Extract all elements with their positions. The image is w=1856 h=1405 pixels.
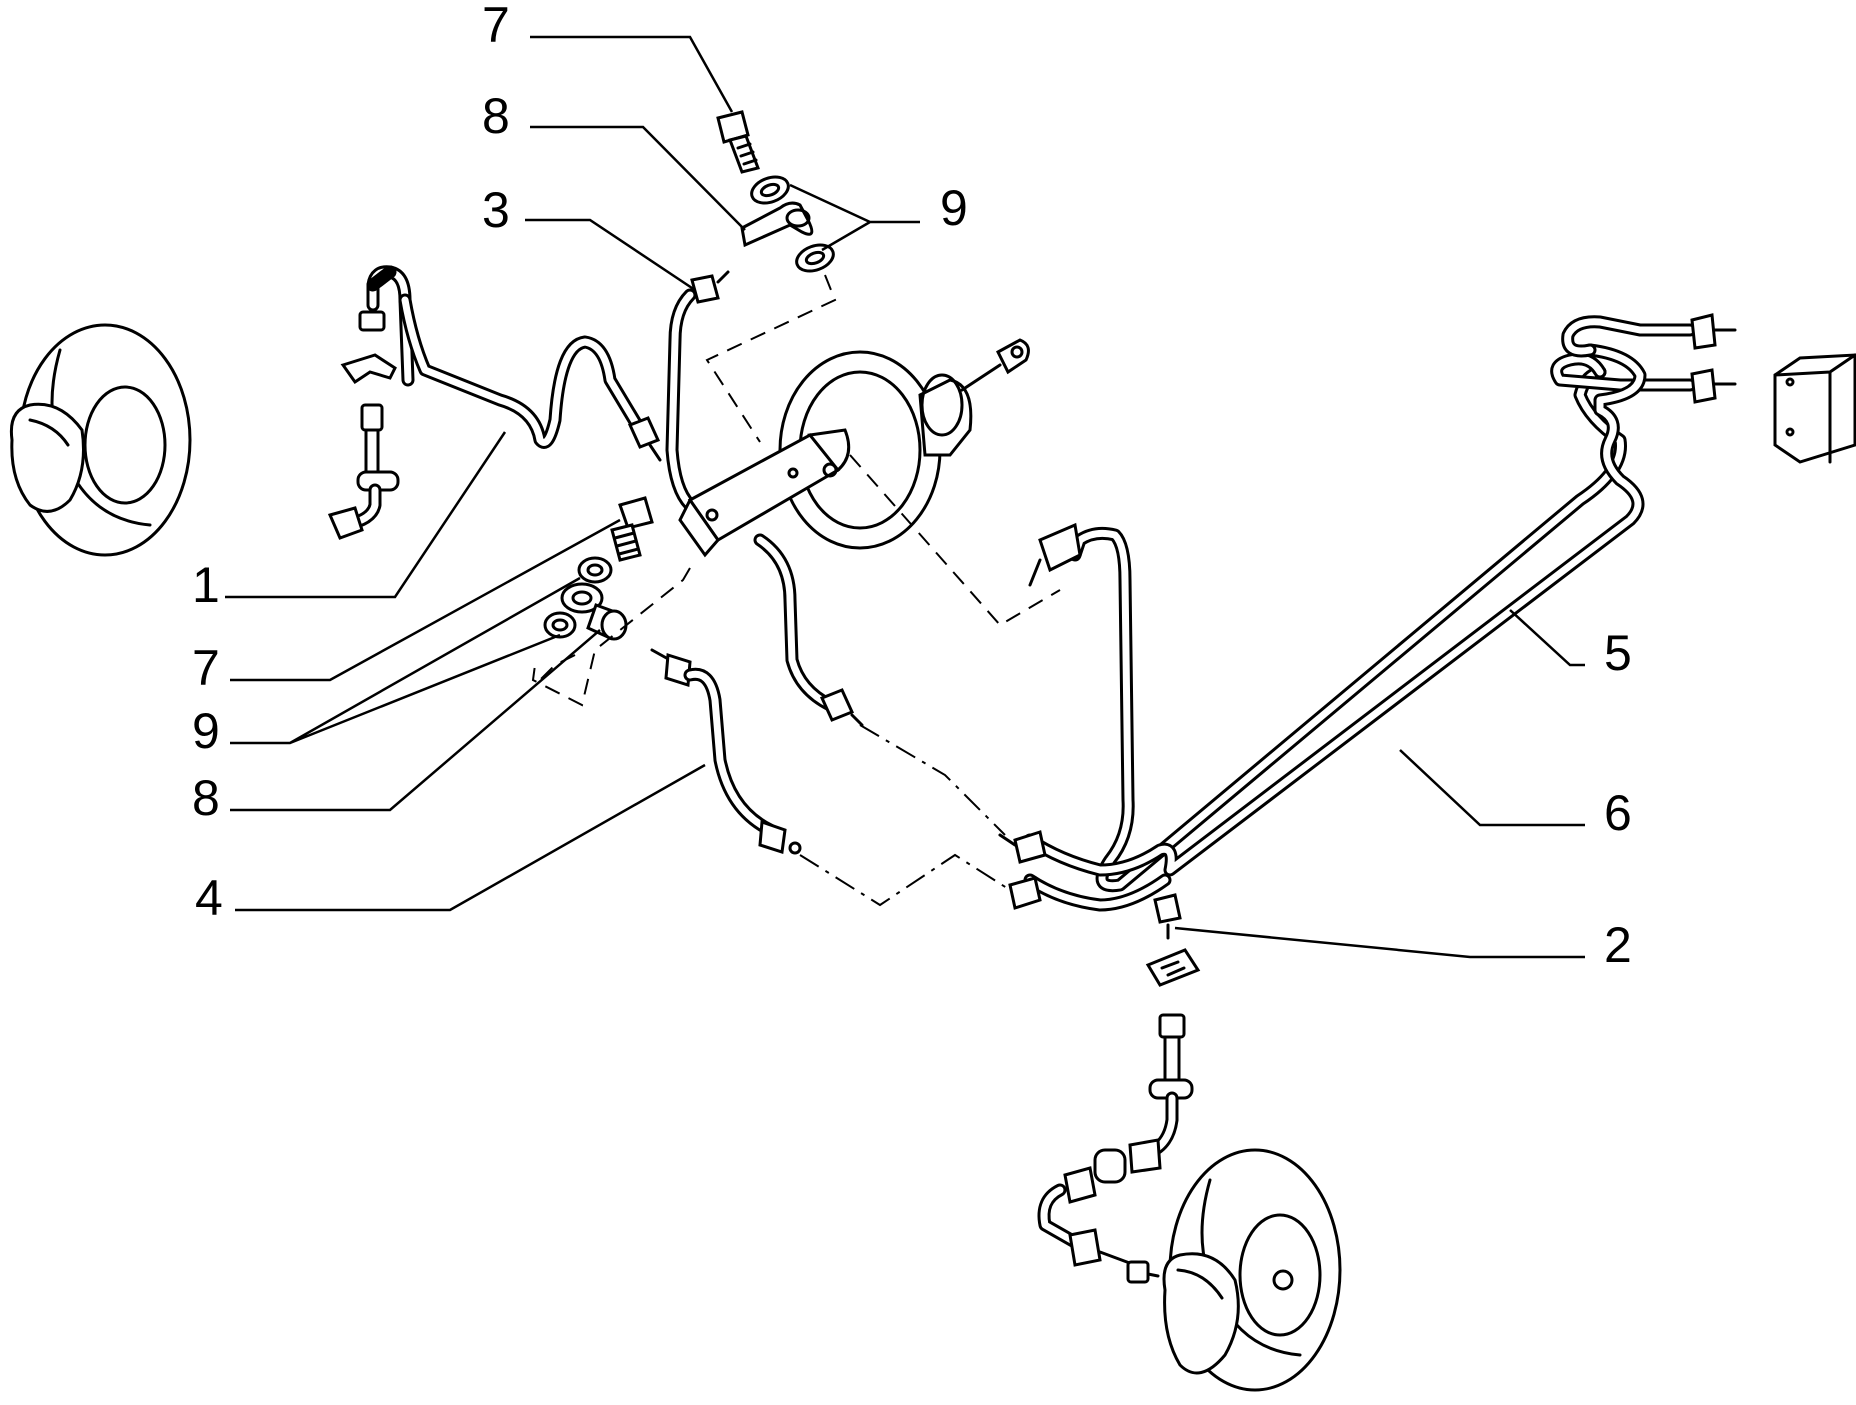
rear-pipe-end-fittings: [998, 313, 1737, 910]
callout-4: 4: [195, 870, 223, 926]
callout-8-left: 8: [192, 770, 220, 826]
valve-block-icon: [1773, 353, 1856, 464]
washer-top-upper-icon: [750, 175, 790, 205]
callout-2: 2: [1604, 917, 1632, 973]
brake-disc-front-left-icon: [9, 323, 192, 557]
brake-pipe-3: [665, 270, 730, 512]
master-cylinder-outlet-pipe: [753, 533, 864, 727]
brake-pipe-4: [650, 648, 802, 855]
front-left-hose-assembly: [327, 265, 415, 540]
banjo-union-top-icon: [740, 201, 814, 248]
callout-9-top: 9: [940, 180, 968, 236]
callout-8-top: 8: [482, 88, 510, 144]
alignment-lines: [531, 274, 1061, 907]
brake-pipe-1: [366, 265, 662, 462]
brake-pipe-6: [1023, 315, 1697, 912]
leader-lines: [225, 35, 1585, 959]
brake-servo-icon: [678, 338, 1030, 558]
callout-5: 5: [1604, 625, 1632, 681]
callout-1: 1: [192, 557, 220, 613]
callout-labels: 7 8 3 9 1 7 9 8 4 5 6 2: [192, 0, 1632, 973]
banjo-bolt-left-icon: [610, 496, 654, 562]
washer-left-lower-icon: [543, 611, 577, 639]
brake-flex-connector-2: [1037, 893, 1201, 1284]
brake-disc-front-right-icon: [1162, 1148, 1342, 1392]
callout-7-top: 7: [482, 0, 510, 53]
washer-left-upper-icon: [577, 556, 613, 584]
washer-top-lower-icon: [795, 243, 835, 273]
callout-3: 3: [482, 182, 510, 238]
banjo-bolt-top-icon: [716, 110, 760, 174]
callout-7-left: 7: [192, 640, 220, 696]
callout-6: 6: [1604, 785, 1632, 841]
brake-pipe-5: [1068, 352, 1697, 893]
callout-9-left: 9: [192, 703, 220, 759]
